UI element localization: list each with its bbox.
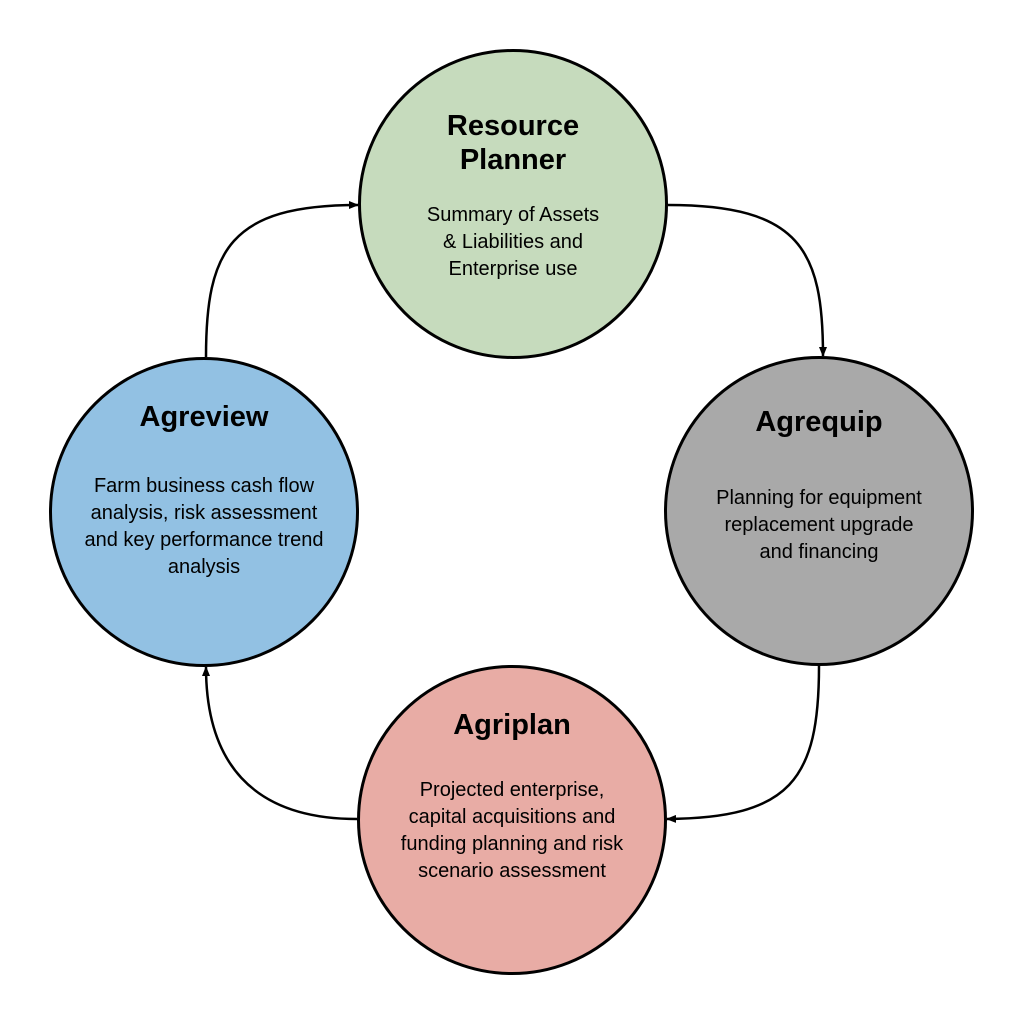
node-agrequip: Agrequip Planning for equipment replacem… — [664, 356, 974, 666]
node-agreview: Agreview Farm business cash flow analysi… — [49, 357, 359, 667]
title-line: Agriplan — [453, 709, 571, 741]
node-description: Summary of Assets & Liabilities and Ente… — [361, 202, 665, 283]
node-title: Agriplan — [360, 708, 664, 742]
description-line: Farm business cash flow — [93, 475, 315, 497]
title-line: Agreview — [139, 401, 269, 433]
description-line: Projected enterprise, — [419, 779, 605, 801]
title-line: Planner — [459, 144, 567, 176]
node-title: Agreview — [52, 400, 356, 434]
node-description: Planning for equipment replacement upgra… — [667, 485, 971, 566]
description-line: capital acquisitions and — [408, 806, 616, 828]
node-title: Agrequip — [667, 405, 971, 439]
description-line: scenario assessment — [418, 860, 606, 882]
description-line: analysis, risk assessment — [90, 502, 318, 524]
node-description: Farm business cash flow analysis, risk a… — [52, 473, 356, 581]
arrow-agreview-to-resource-planner — [204, 201, 359, 358]
arrow-agrequip-to-agriplan — [666, 665, 821, 823]
node-title: Resource Planner — [361, 109, 665, 177]
arrow-agriplan-to-agreview — [202, 666, 358, 821]
description-line: funding planning and risk — [400, 833, 624, 855]
description-line: Summary of Assets — [426, 204, 600, 226]
description-line: analysis — [167, 556, 241, 578]
arrow-resource-planner-to-agrequip — [667, 203, 827, 357]
title-line: Agrequip — [755, 406, 883, 438]
node-agriplan: Agriplan Projected enterprise, capital a… — [357, 665, 667, 975]
description-line: Enterprise use — [448, 258, 578, 280]
description-line: replacement upgrade — [724, 514, 914, 536]
description-line: Planning for equipment — [716, 487, 922, 509]
description-line: and key performance trend — [84, 529, 324, 551]
description-line: and financing — [759, 541, 879, 563]
node-resource-planner: Resource Planner Summary of Assets & Lia… — [358, 49, 668, 359]
node-description: Projected enterprise, capital acquisitio… — [360, 777, 664, 885]
description-line: & Liabilities and — [442, 231, 584, 253]
title-line: Resource — [446, 110, 580, 142]
